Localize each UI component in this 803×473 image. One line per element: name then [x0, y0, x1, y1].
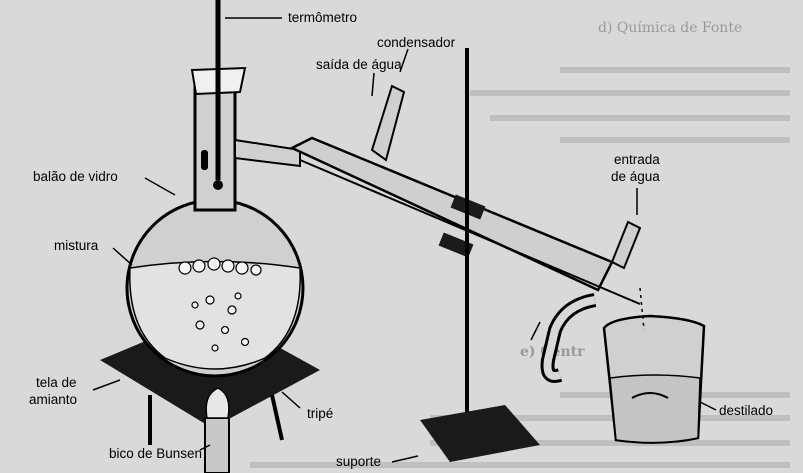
- leader-lines: [92, 17, 717, 463]
- label-glass-flask: balão de vidro: [33, 169, 118, 184]
- label-mixture: mistura: [54, 238, 99, 253]
- diagram-labels: termômetro saída de água condensador bal…: [29, 10, 773, 469]
- label-water-outlet: saída de água: [316, 57, 402, 72]
- flask-side-arm: [234, 138, 301, 168]
- label-distillate: destilado: [719, 403, 773, 418]
- label-asbestos-screen-line2: amianto: [29, 392, 77, 407]
- glass-flask: [125, 66, 305, 378]
- label-asbestos-screen-line1: tela de: [36, 375, 77, 390]
- beaker: [602, 287, 706, 444]
- background-heading: d) Química de Fonte: [598, 20, 742, 36]
- label-thermometer: termômetro: [288, 10, 357, 25]
- label-tripod: tripé: [307, 406, 333, 421]
- label-support-stand: suporte: [336, 454, 381, 469]
- label-water-inlet-line2: de água: [611, 169, 660, 184]
- label-condenser: condensador: [377, 35, 456, 50]
- label-bunsen-burner: bico de Bunsen: [109, 446, 202, 461]
- bunsen-burner: [204, 387, 230, 473]
- water-inlet-pipe: [610, 220, 642, 270]
- boiling-bubbles: [178, 257, 262, 352]
- support-stand: [420, 48, 540, 462]
- label-water-inlet-line1: entrada: [614, 152, 660, 167]
- thermometer: [213, 0, 223, 190]
